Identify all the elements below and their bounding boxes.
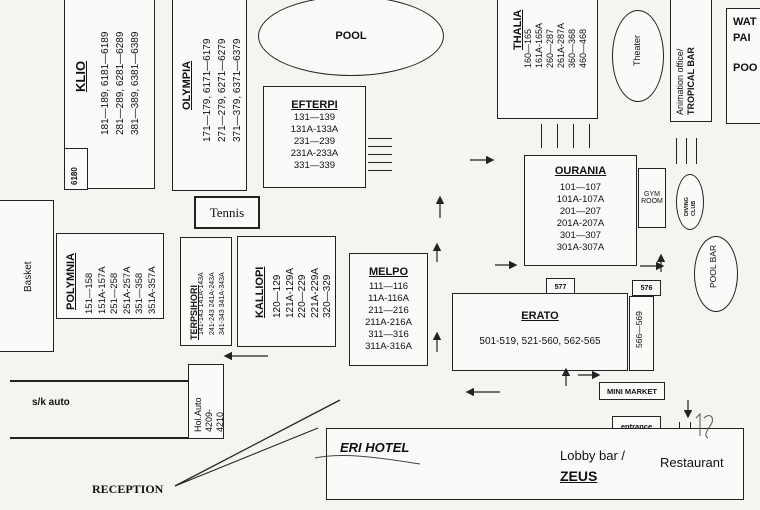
handwritten-19 (695, 412, 713, 439)
water-park-label: WAT PAI POO (733, 16, 758, 74)
room-566 (629, 296, 654, 371)
klio-code-box (64, 148, 88, 190)
hol-auto (188, 364, 224, 439)
pool-bar (694, 236, 738, 312)
building-thalia (497, 0, 598, 119)
efterpi-rooms: 131—139 131A-133A 231—239 231A-233A 331—… (290, 112, 339, 171)
basket-court (0, 200, 54, 352)
animation-office (670, 0, 712, 122)
erato-rooms: 501-519, 521-560, 562-565 (479, 336, 601, 347)
building-efterpi: EFTERPI 131—139 131A-133A 231—239 231A-2… (263, 86, 366, 188)
tennis-court: Tennis (194, 196, 260, 229)
ourania-rooms: 101—107 101A-107A 201—207 201A-207A 301—… (556, 182, 605, 253)
lobby-bar-label: Lobby bar / (560, 448, 626, 463)
building-erato-label: ERATO (521, 310, 559, 322)
building-melpo: MELPO 111—116 11A-116A 211—216 211A-216A… (349, 253, 428, 366)
handwritten-mark (314, 455, 421, 465)
building-melpo-label: MELPO (368, 266, 409, 278)
reception-pointer-2 (174, 427, 319, 487)
water-park (726, 8, 760, 124)
building-polymnia (56, 233, 164, 319)
eri-hotel-name: ERI HOTEL (340, 440, 410, 455)
mini-market: MINI MARKET (599, 382, 665, 400)
reception-label: RECEPTION (92, 482, 164, 496)
restaurant-label: Restaurant (660, 455, 724, 470)
diving-club (676, 174, 704, 230)
room-576: 576 (632, 280, 661, 296)
pool: POOL (258, 0, 444, 76)
building-kalliopi (237, 236, 336, 347)
melpo-rooms: 111—116 11A-116A 211—216 211A-216A 311—3… (365, 281, 412, 352)
gym-room: GYM ROOM (638, 168, 666, 228)
building-ourania: OURANIA 101—107 101A-107A 201—207 201A-2… (524, 155, 637, 266)
building-erato: ERATO 501-519, 521-560, 562-565 (452, 293, 628, 371)
building-efterpi-label: EFTERPI (291, 99, 338, 111)
theater (612, 10, 664, 102)
zeus-label: ZEUS (560, 468, 598, 484)
eri-hotel (326, 428, 744, 500)
reception-pointer (174, 399, 341, 487)
road-top-line (10, 380, 190, 382)
sk-auto-label: s/k auto (32, 397, 70, 408)
building-ourania-label: OURANIA (554, 165, 607, 177)
building-olympia (172, 0, 247, 191)
road-bottom-line (10, 437, 190, 439)
building-terpsihori (180, 237, 232, 346)
